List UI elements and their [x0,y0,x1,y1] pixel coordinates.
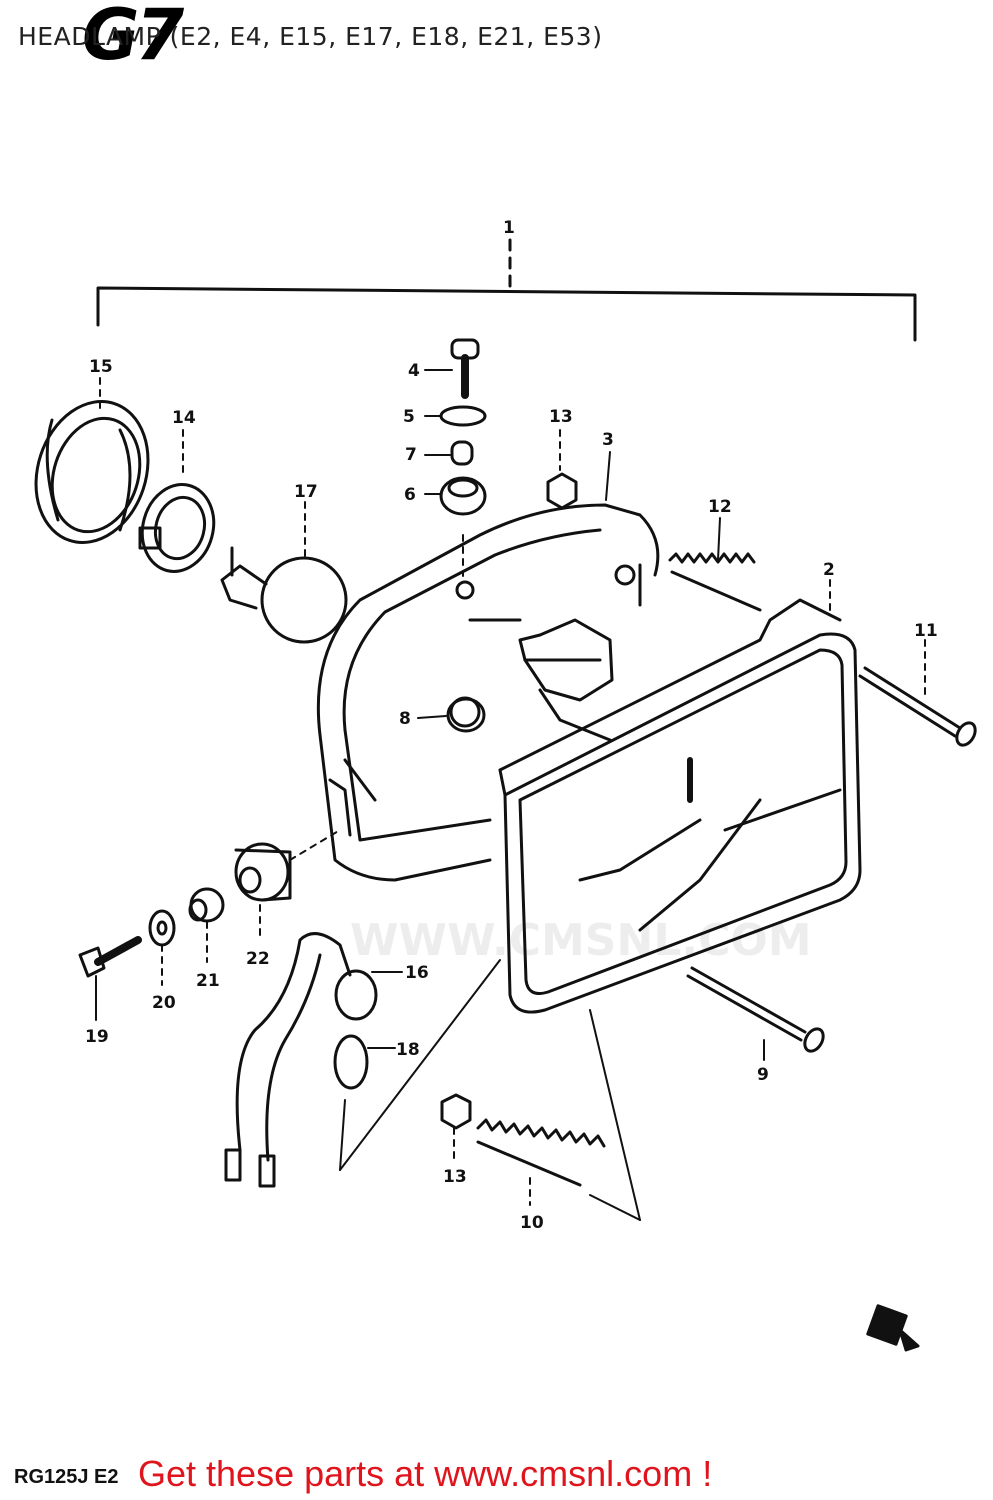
callout-17: 17 [294,482,318,502]
callout-9: 9 [757,1065,769,1085]
callout-2: 2 [823,560,835,580]
callout-15: 15 [89,357,113,377]
callout-14: 14 [172,408,196,428]
wire-socket-part [224,932,378,1188]
grommet-part-22 [234,842,292,902]
callout-10: 10 [520,1213,544,1233]
promo-link[interactable]: Get these parts at www.cmsnl.com ! [138,1453,713,1494]
headlamp-housing-part [316,503,660,882]
bolt-part-19 [78,936,142,978]
collar-part-21 [188,887,225,923]
callout-4: 4 [408,361,420,381]
page-title: HEADLAMP (E2, E4, E15, E17, E18, E21, E5… [18,22,603,51]
spring-part-upper [614,552,762,612]
callout-19: 19 [85,1027,109,1047]
screw-stack-part [439,338,487,516]
callout-7: 7 [405,445,417,465]
callout-11: 11 [914,621,938,641]
callout-20: 20 [152,993,176,1013]
spring-part-10 [476,1118,606,1187]
bulb-socket-ring-part [138,483,216,573]
screw-part-11 [858,666,977,747]
callout-22: 22 [246,949,270,969]
grommet-part-8 [446,697,486,733]
nut-part-lower [440,1093,472,1130]
callout-5: 5 [403,407,415,427]
model-code: RG125J E2 [14,1466,119,1488]
callout-3: 3 [602,430,614,450]
callout-13-top: 13 [549,407,573,427]
headlamp-rim-part [34,400,150,544]
callout-18: 18 [396,1040,420,1060]
callout-1: 1 [503,218,515,238]
callout-6: 6 [404,485,416,505]
section-code: G7 [82,0,184,76]
callout-labels: 1 2 3 4 5 6 7 8 9 10 11 12 13 13 14 15 1… [85,218,938,1233]
headlamp-lens-unit-part [498,598,862,1014]
leader-lines [95,369,926,1221]
washer-part-20 [148,909,176,947]
screw-part-9 [686,966,825,1053]
callout-16: 16 [405,963,429,983]
callout-13-lower: 13 [443,1167,467,1187]
nut-part-top [546,472,578,510]
callout-12: 12 [708,497,732,517]
callout-8: 8 [399,709,411,729]
callout-21: 21 [196,971,220,991]
front-arrow-marker [866,1304,920,1352]
assembly-bracket [96,238,917,342]
headlamp-bulb-part [220,546,348,644]
